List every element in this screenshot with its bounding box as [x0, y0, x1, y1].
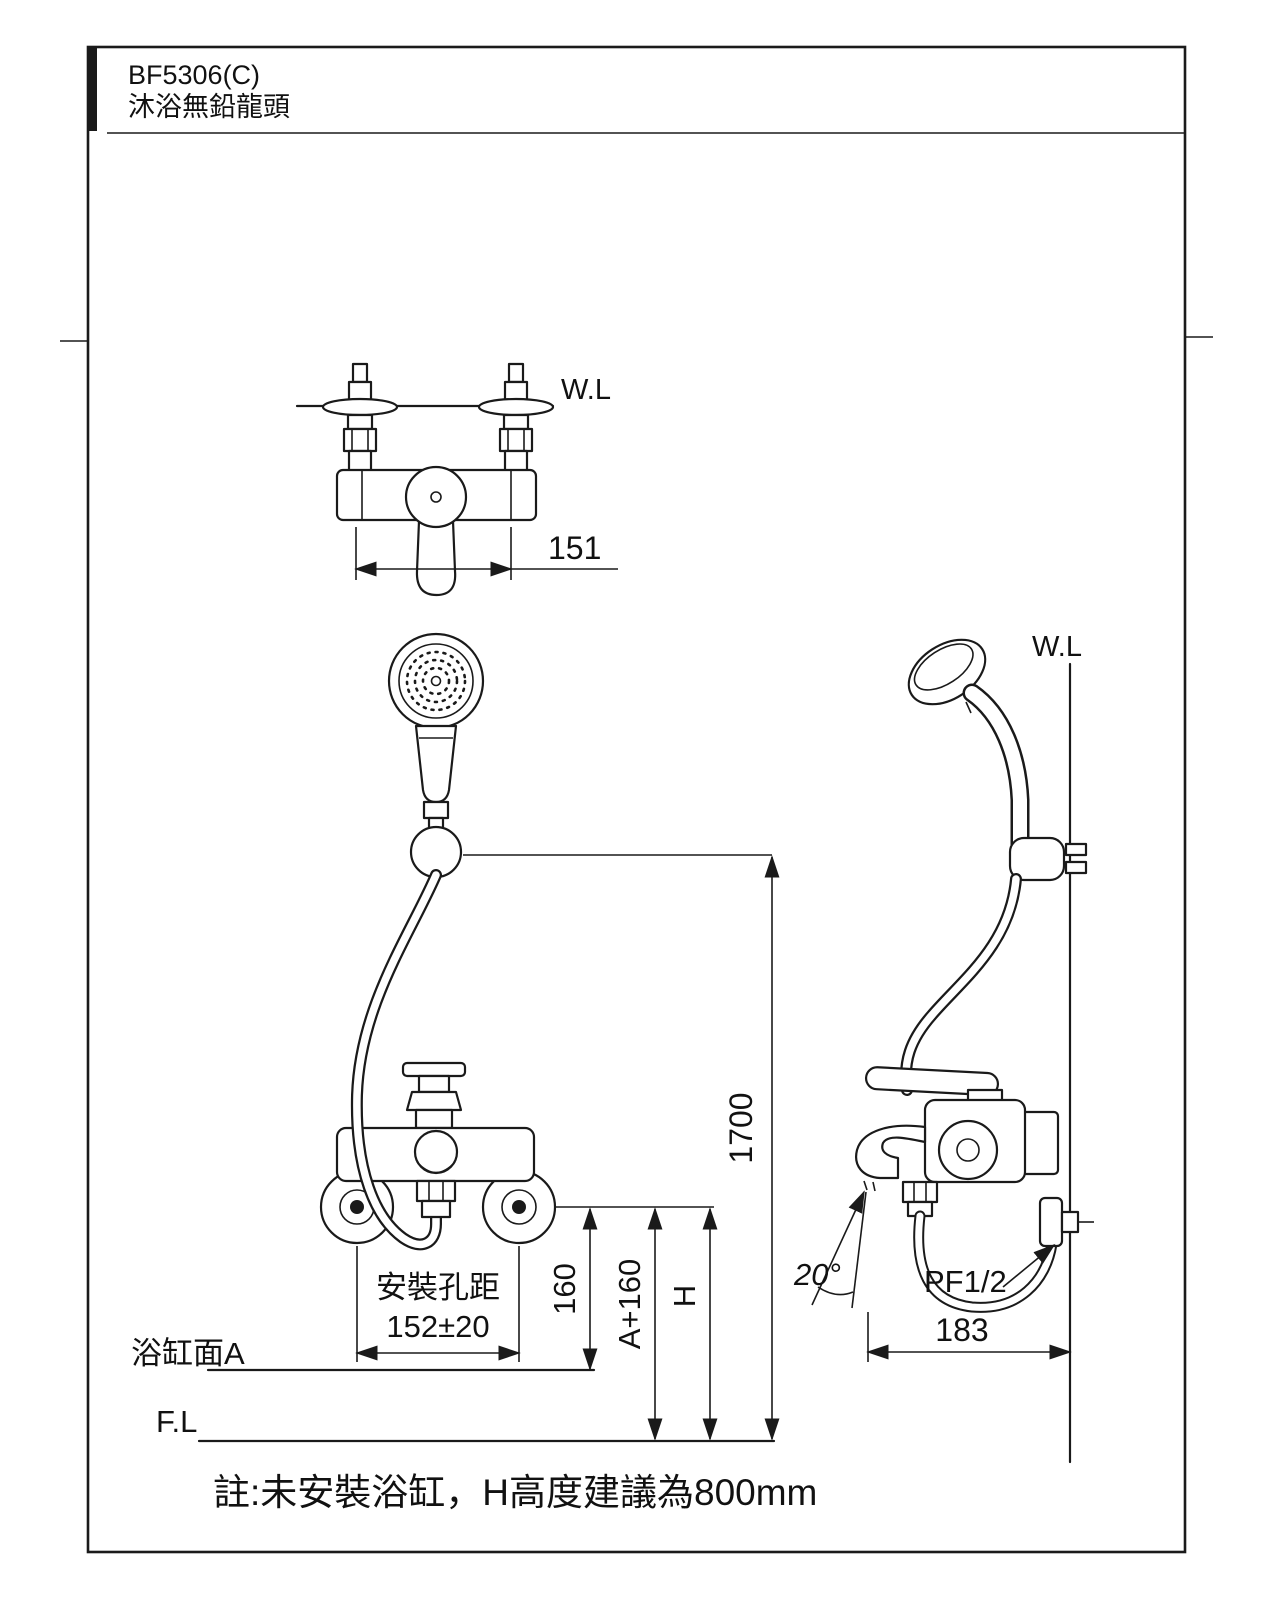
water-line-label-side: W.L [1032, 631, 1082, 663]
installation-note: 註:未安裝浴缸，H高度建議為800mm [213, 1472, 817, 1513]
floor-line-label: F.L [156, 1404, 197, 1439]
dim-a160-label: A+160 [612, 1259, 647, 1350]
front-view-wall-valve: W.L [295, 362, 618, 597]
mount-hole-dim: 152±20 [386, 1309, 489, 1344]
mixer-body-front [335, 465, 538, 597]
angle-20-label: 20° [793, 1257, 841, 1292]
dim-1700-label: 1700 [723, 1092, 759, 1163]
lever-handle-front [415, 519, 457, 597]
hand-shower-front [387, 632, 485, 879]
model-number: BF5306(C) [128, 60, 260, 90]
lever-handle-side [864, 1066, 1000, 1097]
dim-183: 183 [866, 1312, 1072, 1362]
shower-hose-front [350, 869, 442, 1251]
spray-nozzle-ring [405, 650, 467, 712]
diverter-knob [401, 1061, 467, 1130]
dim-183-label: 183 [935, 1312, 988, 1348]
title-block: BF5306(C) 沐浴無鉛龍頭 [107, 60, 1185, 134]
left-supply-connection [321, 362, 399, 473]
thread-annotation: PF1/2 [924, 1243, 1056, 1299]
wall-supply-fitting [1038, 1196, 1094, 1248]
pf12-label: PF1/2 [924, 1264, 1007, 1299]
faucet-side [855, 1066, 1060, 1218]
product-name: 沐浴無鉛龍頭 [128, 92, 290, 122]
hand-shower-side [907, 638, 1088, 882]
dim-h-label: H [667, 1285, 702, 1307]
dim-160-label: 160 [547, 1263, 582, 1315]
page-border [60, 45, 1213, 1554]
wall-bracket [1008, 836, 1066, 882]
water-line-label-front: W.L [561, 374, 611, 406]
angle-annotation: 20° [793, 1190, 867, 1309]
tub-spout-side [855, 1124, 927, 1180]
side-view: W.L [793, 631, 1094, 1464]
lower-faucet-front [319, 1061, 557, 1245]
mount-hole-label: 安裝孔距 [376, 1270, 500, 1305]
dim-151-label: 151 [548, 530, 601, 566]
dim-151: 151 [354, 527, 618, 580]
hose-connection-nut [415, 1179, 457, 1219]
bathtub-surface-label: 浴缸面A [131, 1336, 245, 1371]
right-supply-connection [477, 362, 555, 473]
front-dimensions: 安裝孔距 152±20 浴缸面A F.L 160 A+160 H 1700 [131, 855, 780, 1443]
